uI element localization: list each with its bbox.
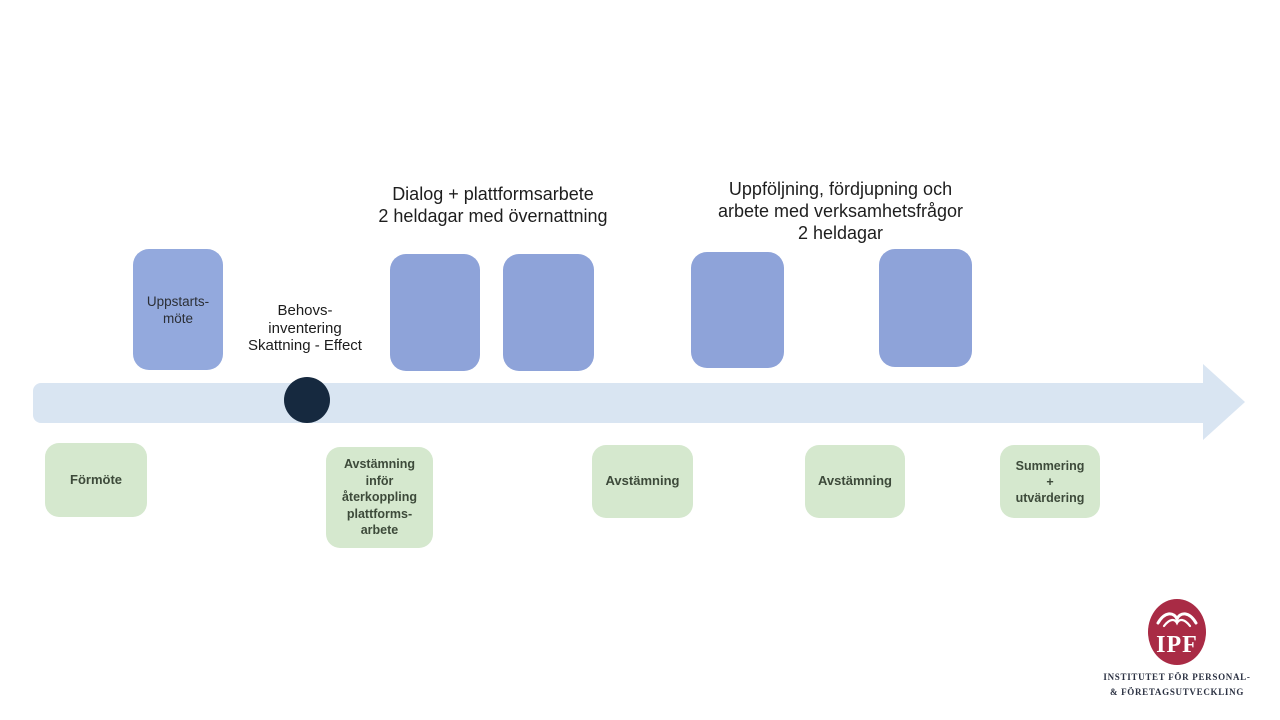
bird-icon [1156, 612, 1198, 625]
milestone-dot-icon [284, 377, 330, 423]
meeting-box-dialog-day-1 [390, 254, 480, 371]
ipf-logo-icon: IPF [1148, 599, 1206, 665]
meeting-box-uppfoljning-day-2 [879, 249, 972, 367]
support-box-summering: Summering + utvärdering [1000, 445, 1100, 518]
ipf-logo: IPF INSTITUTET FÖR PERSONAL- & FÖRETAGSU… [1086, 598, 1268, 700]
logo-caption-line-2: & FÖRETAGSUTVECKLING [1109, 687, 1245, 697]
phase-header-uppfoljning: Uppföljning, fördjupning och arbete med … [717, 179, 964, 243]
ipf-monogram: IPF [1156, 632, 1198, 658]
timeline-arrow [33, 383, 1203, 423]
meeting-box-dialog-day-2 [503, 254, 594, 371]
support-box-avstamning-2: Avstämning [805, 445, 905, 518]
bird-inner-icon [1162, 618, 1192, 628]
milestone-note: Behovs- inventering Skattning - Effect [248, 302, 362, 354]
timeline-arrow-head-icon [1203, 364, 1245, 440]
support-box-avstamning-1: Avstämning [592, 445, 693, 518]
meeting-box-uppstartsmote: Uppstarts- möte [133, 249, 223, 370]
support-box-formote: Förmöte [45, 443, 147, 517]
logo-caption-line-1: INSTITUTET FÖR PERSONAL- [1103, 672, 1251, 682]
meeting-box-uppfoljning-day-1 [691, 252, 784, 368]
support-box-avstamning-aterkoppling: Avstämning inför återkoppling plattforms… [326, 447, 433, 548]
phase-header-dialog: Dialog + plattformsarbete 2 heldagar med… [378, 184, 608, 226]
